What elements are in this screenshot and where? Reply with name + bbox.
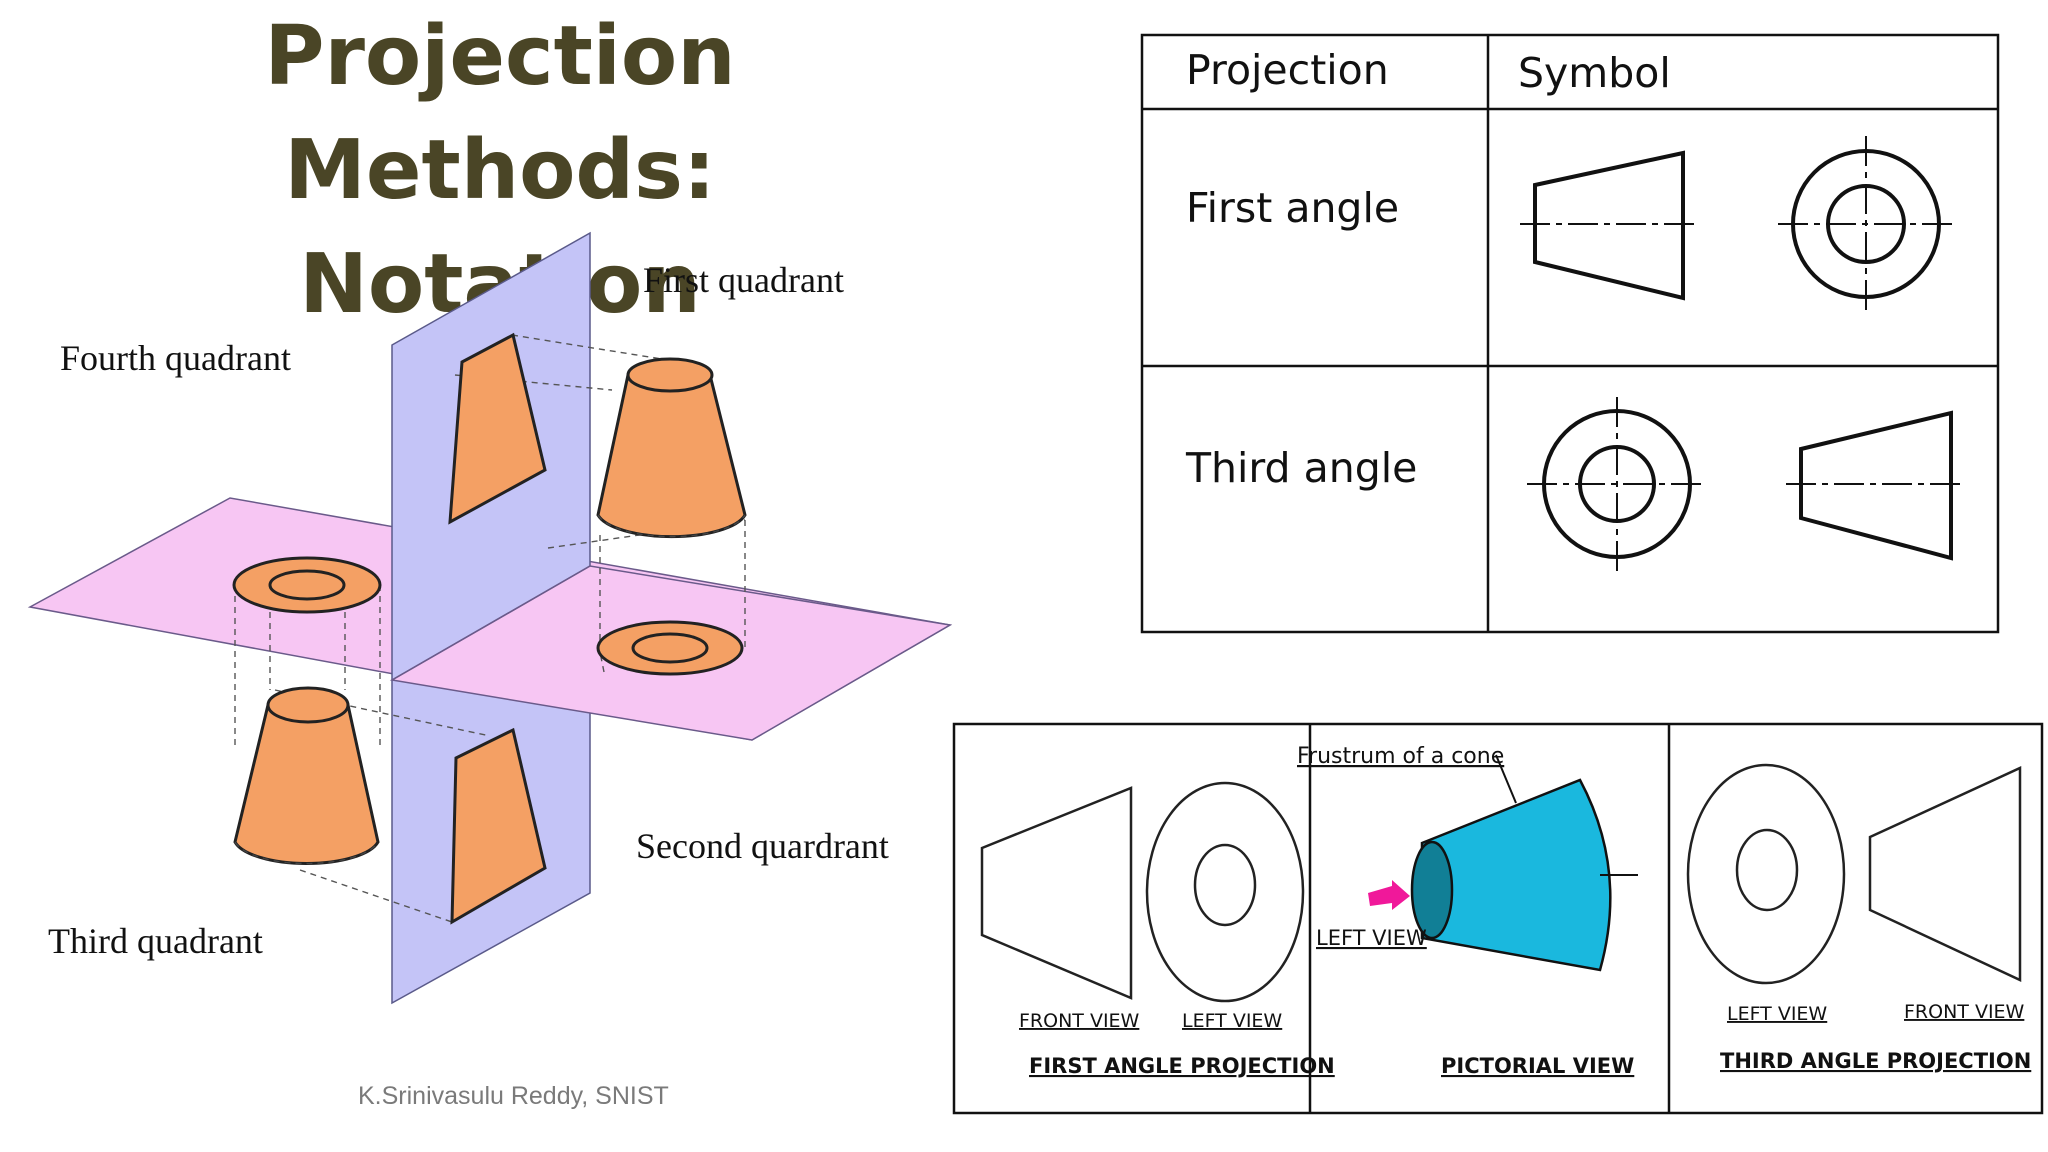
pictorial-left-view-label: LEFT VIEW	[1316, 926, 1427, 950]
second-quadrant-side-view	[450, 727, 547, 925]
label-second-quadrant: Second quardrant	[636, 826, 889, 866]
fourth-quadrant-top-view	[232, 556, 382, 614]
third-angle-caption: THIRD ANGLE PROJECTION	[1720, 1049, 2031, 1073]
label-fourth-quadrant: Fourth quadrant	[60, 338, 291, 378]
vertical-plane	[391, 231, 591, 1005]
third-angle-left-view-label: LEFT VIEW	[1727, 1003, 1827, 1025]
title-line-1: Projection Methods:	[264, 9, 736, 218]
third-angle-projection	[1686, 763, 2022, 985]
first-quadrant-frustum	[596, 357, 747, 539]
first-angle-projection	[980, 781, 1305, 1003]
first-angle-caption: FIRST ANGLE PROJECTION	[1029, 1054, 1335, 1078]
left-view-arrow	[1368, 880, 1410, 910]
first-quadrant-side-view	[448, 332, 547, 525]
quadrant-diagram: First quadrant Fourth quadrant Second qu…	[27, 231, 953, 1005]
slide-title: Projection Methods: Notation	[40, 0, 960, 342]
symbol-table: Projection Symbol First angle Third angl…	[1140, 33, 2000, 634]
label-third-quadrant: Third quadrant	[48, 921, 263, 961]
frustum-label: Frustrum of a cone	[1297, 744, 1504, 769]
frustum-panel: FRONT VIEW LEFT VIEW FIRST ANGLE PROJECT…	[952, 722, 2044, 1115]
third-angle-front-view-label: FRONT VIEW	[1904, 1001, 2025, 1023]
first-angle-symbol	[1520, 136, 1955, 313]
row-third-angle-label: Third angle	[1185, 444, 1417, 492]
header-symbol: Symbol	[1518, 49, 1671, 97]
third-angle-symbol	[1527, 397, 1965, 575]
pictorial-view	[1368, 754, 1638, 972]
row-first-angle-label: First angle	[1186, 184, 1399, 232]
pictorial-caption: PICTORIAL VIEW	[1441, 1054, 1634, 1078]
first-angle-left-view-label: LEFT VIEW	[1182, 1010, 1282, 1032]
first-angle-front-view-label: FRONT VIEW	[1019, 1010, 1140, 1032]
first-quadrant-top-view	[596, 620, 744, 676]
label-first-quadrant: First quadrant	[643, 260, 844, 300]
slide-footer: K.Srinivasulu Reddy, SNIST	[358, 1082, 669, 1110]
header-projection: Projection	[1186, 46, 1389, 94]
third-quadrant-frustum	[233, 686, 380, 866]
